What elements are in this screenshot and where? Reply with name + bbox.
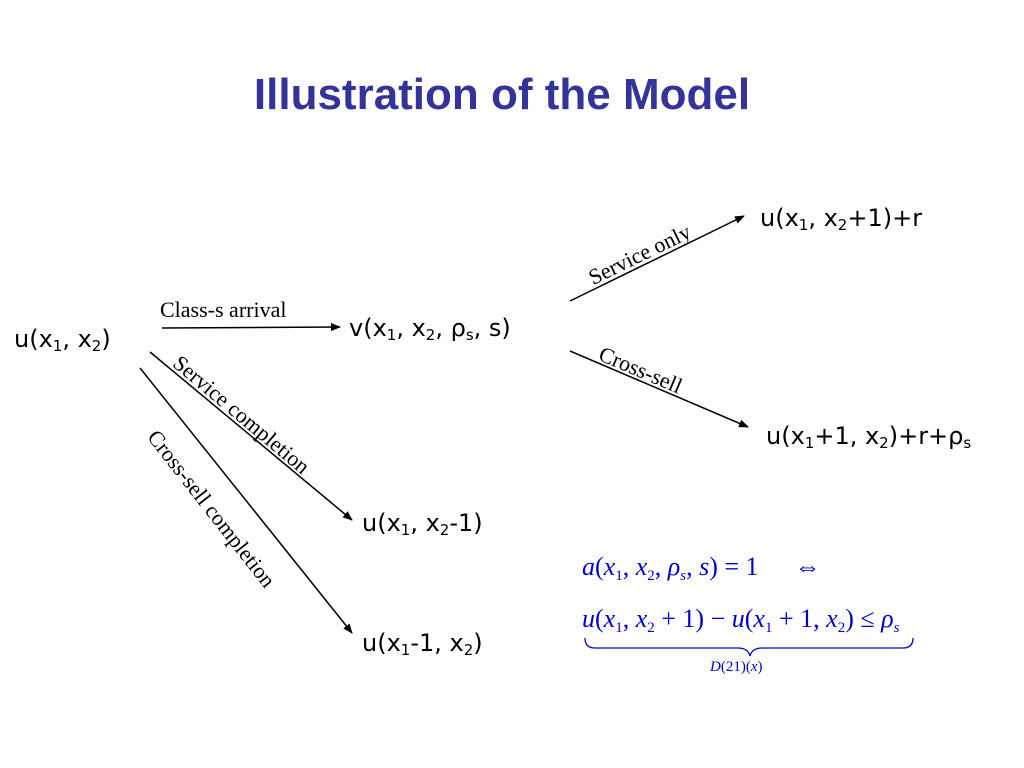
node-service-only-outcome: u(x1, x2+1)+r	[760, 204, 923, 234]
formula-line-1: a(x1, x2, ρs, s) = 1⇔	[582, 552, 821, 584]
node-post-arrival-state: v(x1, x2, ρs, s)	[349, 314, 511, 344]
arrow-cross-sell-completion	[139, 367, 353, 634]
node-service-completion-outcome: u(x1, x2-1)	[362, 509, 483, 539]
underbrace-label: D(21)(x)	[710, 659, 763, 675]
node-start-state: u(x1, x2)	[14, 325, 111, 355]
formula-line-2: u(x1, x2 + 1) − u(x1 + 1, x2) ≤ ρs	[582, 604, 900, 636]
label-class-arrival: Class-s arrival	[160, 297, 287, 322]
page-title: Illustration of the Model	[253, 70, 751, 119]
node-cross-sell-outcome: u(x1+1, x2)+r+ρs	[766, 422, 972, 452]
underbrace	[584, 637, 914, 657]
arrow-service-only	[569, 215, 745, 302]
iff-symbol: ⇔	[794, 552, 821, 581]
node-cross-sell-completion-outcome: u(x1-1, x2)	[362, 629, 483, 659]
arrow-service-completion	[149, 351, 353, 521]
arrow-cross-sell	[569, 350, 749, 428]
arrow-class-arrival	[161, 323, 341, 332]
